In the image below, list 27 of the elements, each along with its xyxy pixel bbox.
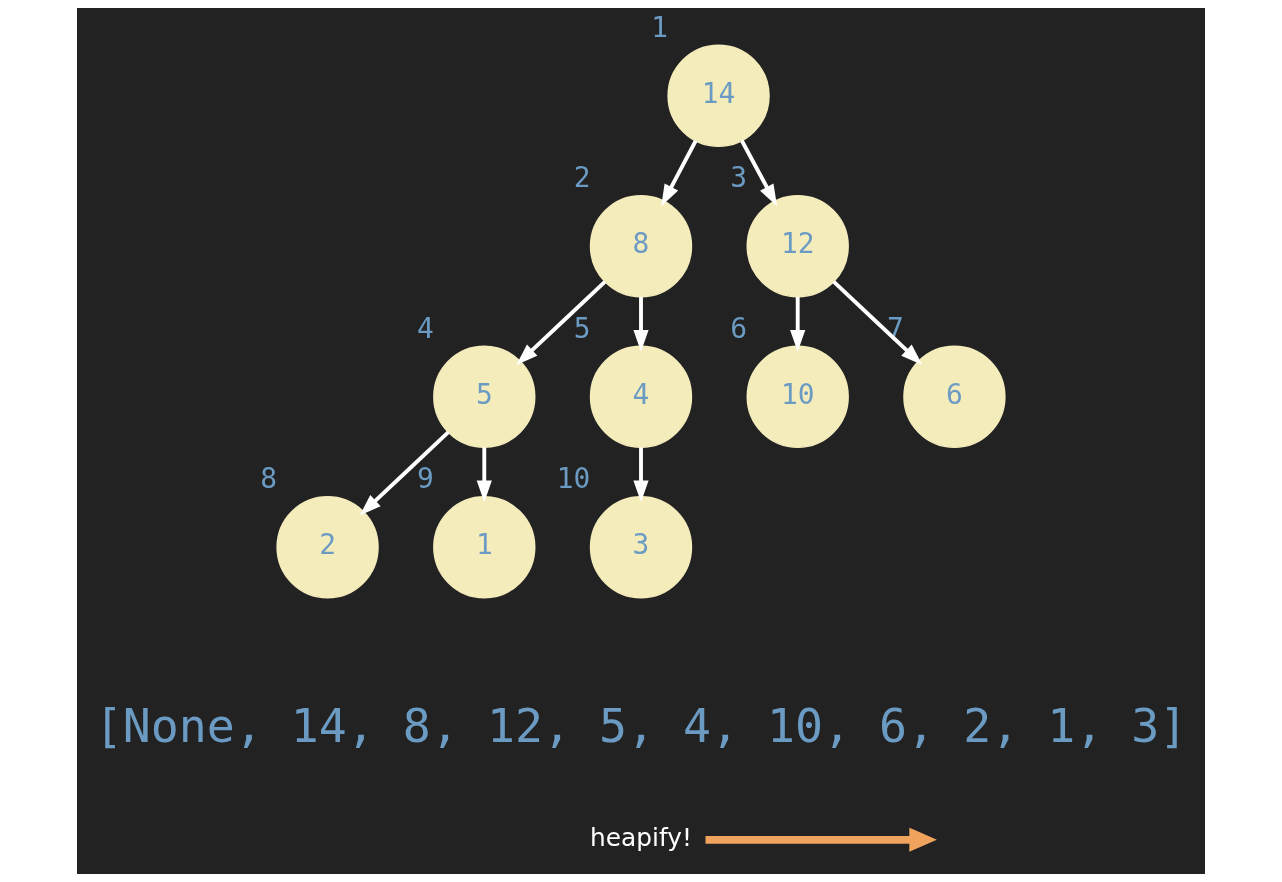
arrow bbox=[633, 447, 649, 503]
node-label: 9 bbox=[416, 462, 434, 496]
node-circle: 1 bbox=[433, 496, 536, 599]
arrow bbox=[633, 296, 649, 352]
arrow bbox=[661, 139, 698, 207]
arrow bbox=[516, 280, 607, 366]
node-circle: 10 bbox=[746, 345, 849, 448]
arrow bbox=[740, 139, 778, 207]
label: [None, 14, 8, 12, 5, 4, 10, 6, 2, 1, 3] bbox=[94, 699, 1188, 754]
node-label: 2 bbox=[573, 161, 591, 195]
arrow bbox=[790, 296, 806, 352]
arrow bbox=[476, 447, 492, 503]
node-label: 1 bbox=[651, 10, 669, 44]
node-circle: 8 bbox=[589, 195, 693, 298]
arrow bbox=[832, 280, 923, 366]
node-label: 8 bbox=[260, 462, 278, 496]
node-circle: 3 bbox=[589, 496, 693, 599]
arrow bbox=[359, 430, 450, 516]
node-text: heapify! bbox=[590, 822, 692, 852]
node-label: 6 bbox=[730, 311, 748, 345]
node-label: 4 bbox=[416, 311, 434, 345]
node-circle: 4 bbox=[589, 345, 693, 448]
node-label: 3 bbox=[730, 161, 748, 195]
node-circle: 12 bbox=[746, 195, 849, 298]
node-circle: 14 bbox=[667, 44, 770, 147]
node-label: 10 bbox=[556, 462, 591, 496]
node-label: 5 bbox=[573, 311, 591, 345]
